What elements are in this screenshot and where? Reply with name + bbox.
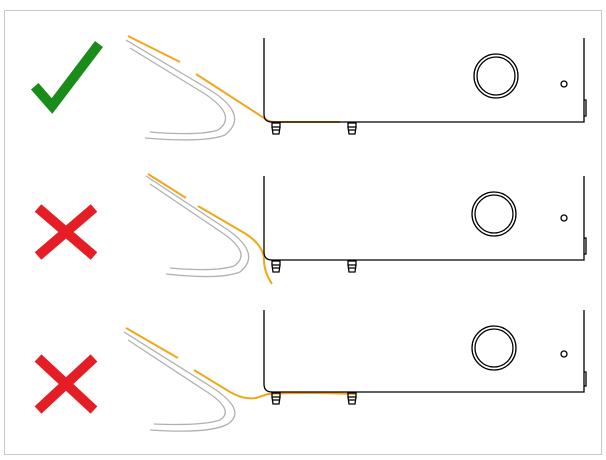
- cross-mark-icon: [34, 204, 98, 260]
- device-knob-inner: [474, 328, 514, 368]
- cable: [147, 173, 273, 285]
- device-indicator: [560, 350, 568, 358]
- device-indicator: [560, 214, 568, 222]
- device-unit: [263, 310, 587, 405]
- routing-example-row-1: [0, 30, 606, 170]
- paper-sheet: [145, 175, 250, 278]
- frame-border: [4, 10, 602, 455]
- device-knob: [471, 191, 517, 237]
- device-foot: [347, 392, 357, 405]
- device-foot: [271, 392, 281, 405]
- device-unit: [263, 38, 587, 135]
- device-knob: [471, 325, 517, 371]
- device-foot: [271, 122, 281, 135]
- device-indicator: [560, 80, 568, 88]
- device-foot: [347, 122, 357, 135]
- device-foot: [347, 260, 357, 273]
- cable: [127, 35, 340, 123]
- device-knob-inner: [476, 56, 516, 96]
- device-knob: [473, 53, 519, 99]
- check-mark-icon: [30, 40, 104, 114]
- routing-example-row-3: [0, 306, 606, 446]
- cable: [125, 327, 357, 400]
- paper-sheet: [125, 39, 236, 141]
- paper-sheet: [123, 331, 236, 432]
- cross-mark-icon: [34, 354, 98, 414]
- device-unit: [263, 176, 587, 273]
- device-foot: [271, 260, 281, 273]
- routing-example-row-2: [0, 168, 606, 308]
- device-knob-inner: [474, 194, 514, 234]
